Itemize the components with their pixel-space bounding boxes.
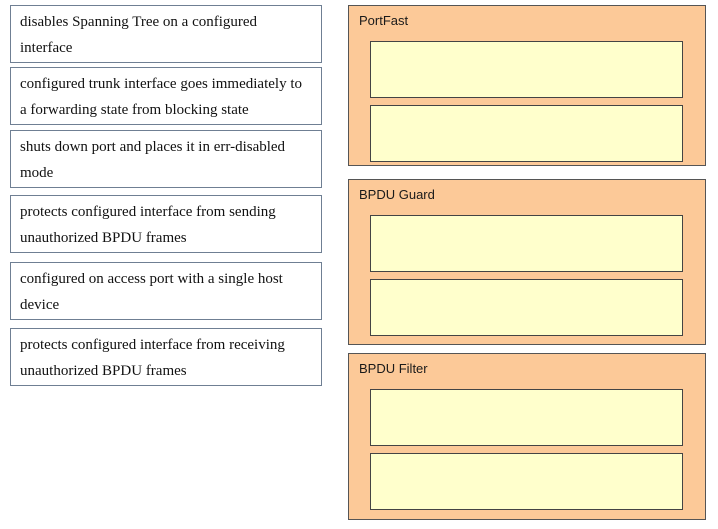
drop-slot-bpdu-filter-1[interactable]: [370, 389, 683, 446]
answer-choice-text: disables Spanning Tree on a configured i…: [20, 14, 258, 56]
answer-choice-5[interactable]: configured on access port with a single …: [10, 262, 322, 320]
answer-choice-text: shuts down port and places it in err-dis…: [20, 139, 286, 181]
answer-choice-text: protects configured interface from sendi…: [20, 204, 276, 246]
category-portfast: PortFast: [348, 5, 706, 166]
answer-choice-2[interactable]: configured trunk interface goes immediat…: [10, 67, 322, 125]
answer-choice-1[interactable]: disables Spanning Tree on a configured i…: [10, 5, 322, 63]
answer-choice-3[interactable]: shuts down port and places it in err-dis…: [10, 130, 322, 188]
category-title: PortFast: [359, 13, 409, 28]
answer-choices-list: disables Spanning Tree on a configured i…: [0, 0, 330, 529]
category-title: BPDU Filter: [359, 361, 428, 376]
answer-choice-6[interactable]: protects configured interface from recei…: [10, 328, 322, 386]
answer-choice-text: protects configured interface from recei…: [20, 337, 285, 379]
category-bpdu-filter: BPDU Filter: [348, 353, 706, 520]
answer-choice-text: configured on access port with a single …: [20, 271, 283, 313]
drop-slot-portfast-1[interactable]: [370, 41, 683, 98]
drop-slot-portfast-2[interactable]: [370, 105, 683, 162]
answer-choice-4[interactable]: protects configured interface from sendi…: [10, 195, 322, 253]
drop-slot-bpdu-filter-2[interactable]: [370, 453, 683, 510]
drop-slot-bpdu-guard-1[interactable]: [370, 215, 683, 272]
category-bpdu-guard: BPDU Guard: [348, 179, 706, 345]
drop-slot-bpdu-guard-2[interactable]: [370, 279, 683, 336]
category-title: BPDU Guard: [359, 187, 435, 202]
drop-target-area: PortFast BPDU Guard BPDU Filter: [340, 0, 718, 529]
answer-choice-text: configured trunk interface goes immediat…: [20, 76, 302, 118]
